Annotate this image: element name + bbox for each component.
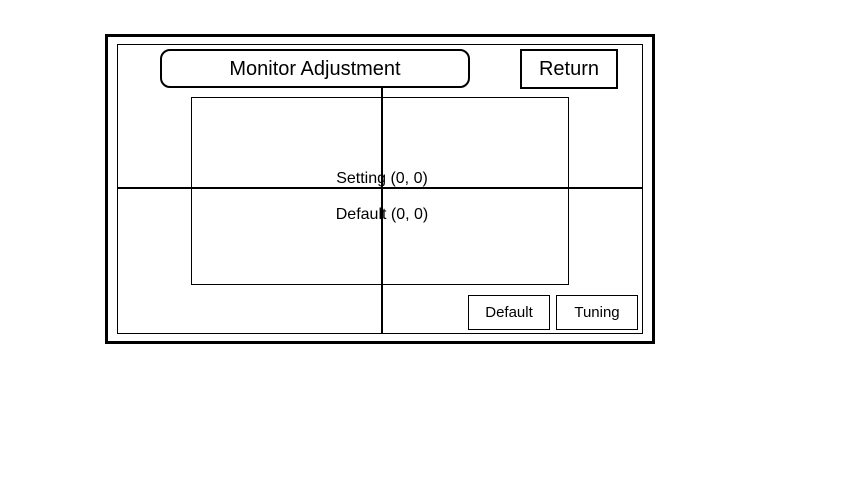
crosshair-horizontal-line [118, 187, 642, 189]
page-title: Monitor Adjustment [229, 57, 401, 80]
crosshair-vertical-line [381, 83, 383, 333]
default-button-label: Default [485, 304, 533, 321]
tuning-button-label: Tuning [574, 304, 620, 321]
default-value-readout: Default (0, 0) [335, 206, 429, 223]
screen-title-box: Monitor Adjustment [160, 49, 470, 88]
adjustment-area-rectangle[interactable] [191, 97, 569, 285]
return-button[interactable]: Return [520, 49, 618, 89]
setting-value-readout: Setting (0, 0) [336, 170, 428, 187]
return-button-label: Return [538, 58, 600, 80]
monitor-outer-frame: Monitor Adjustment Return Setting (0, 0)… [105, 34, 655, 344]
tuning-button[interactable]: Tuning [556, 295, 638, 330]
default-button[interactable]: Default [468, 295, 550, 330]
monitor-inner-frame: Monitor Adjustment Return Setting (0, 0)… [117, 44, 643, 334]
